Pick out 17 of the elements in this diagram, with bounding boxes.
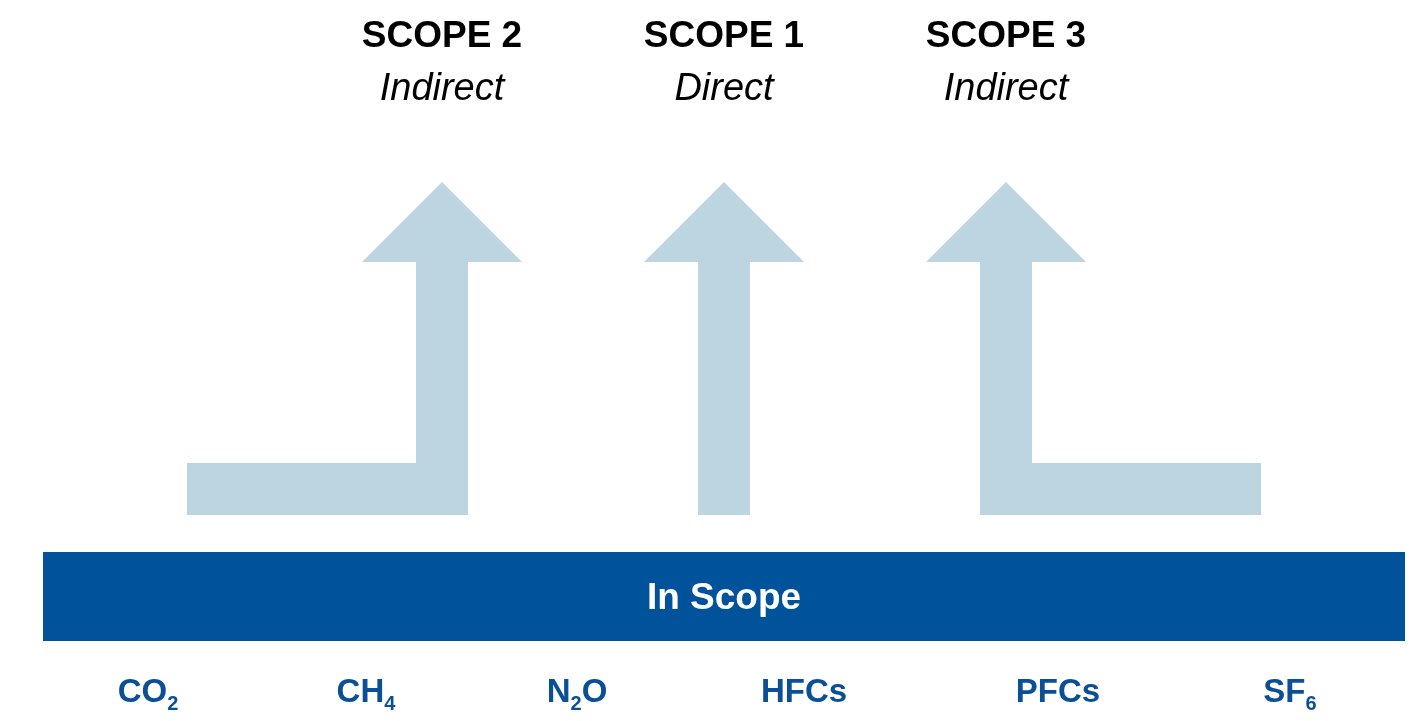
arrow xyxy=(926,182,1261,515)
scope-band xyxy=(43,552,1405,641)
scope-heading: SCOPE 3 xyxy=(924,14,1088,56)
gas-label: PFCs xyxy=(1015,672,1101,710)
gas-label: HFCs xyxy=(760,672,848,710)
scope-type: Indirect xyxy=(942,66,1071,109)
gas-label: N$_{2}$O xyxy=(546,672,608,715)
scope-heading: SCOPE 1 xyxy=(642,14,806,56)
band-label: In Scope xyxy=(646,575,802,618)
arrow xyxy=(644,182,804,515)
scope-type: Direct xyxy=(673,66,776,109)
scope-type: Indirect xyxy=(378,66,507,109)
gas-label: SF$_{6}$ xyxy=(1263,672,1317,715)
gas-label: CO$_{2}$ xyxy=(117,672,179,715)
gas-label: CH$_{4}$ xyxy=(336,672,396,715)
scope-heading: SCOPE 2 xyxy=(360,14,524,56)
arrow xyxy=(187,182,522,515)
